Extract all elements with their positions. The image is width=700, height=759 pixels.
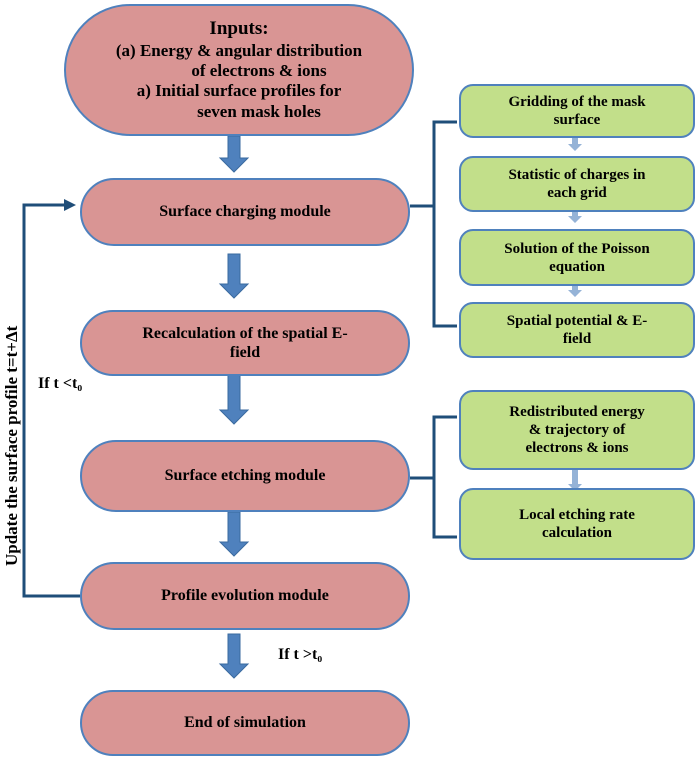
step-label-line-2: each grid bbox=[547, 185, 607, 201]
spatial-potential-step: Spatial potential & E- field bbox=[459, 302, 695, 358]
step-label-line-1: Spatial potential & E- bbox=[506, 313, 648, 329]
inputs-node: Inputs: (a) Energy & angular distributio… bbox=[64, 4, 414, 136]
step-label-line-1: Solution of the Poisson bbox=[504, 240, 650, 257]
surface-charging-module: Surface charging module bbox=[80, 178, 410, 246]
small-arrow-4 bbox=[568, 470, 582, 491]
arrow-down-5 bbox=[218, 633, 250, 679]
step-label-line-2: & trajectory of bbox=[528, 422, 626, 438]
poisson-solution-step: Solution of the Poisson equation bbox=[459, 229, 695, 286]
inputs-title: Inputs: bbox=[209, 17, 269, 39]
small-arrow-3 bbox=[568, 280, 582, 297]
charge-statistics-step: Statistic of charges in each grid bbox=[459, 156, 695, 212]
profile-evolution-module: Profile evolution module bbox=[80, 562, 410, 630]
etching-bracket bbox=[410, 415, 457, 539]
step-label-line-2: field bbox=[562, 331, 592, 347]
redistributed-energy-step: Redistributed energy & trajectory of ele… bbox=[459, 390, 695, 470]
step-label-line-3: electrons & ions bbox=[525, 440, 629, 456]
node-label: Surface charging module bbox=[159, 203, 331, 221]
node-label: Profile evolution module bbox=[161, 587, 329, 605]
recalculation-e-field-node: Recalculation of the spatial E- field bbox=[80, 310, 410, 376]
end-condition-label: If t >t₀ bbox=[278, 646, 323, 663]
inputs-line-4: seven mask holes bbox=[197, 101, 321, 121]
charging-bracket bbox=[410, 120, 457, 328]
inputs-line-3: a) Initial surface profiles for bbox=[136, 81, 342, 101]
node-label: Surface etching module bbox=[164, 467, 326, 485]
inputs-line-1: (a) Energy & angular distribution bbox=[115, 40, 363, 60]
node-label-line-1: Recalculation of the spatial E- bbox=[142, 324, 348, 342]
gridding-step: Gridding of the mask surface bbox=[459, 84, 695, 138]
surface-etching-module: Surface etching module bbox=[80, 440, 410, 512]
loop-connector bbox=[22, 203, 80, 598]
step-label-line-1: Local etching rate bbox=[519, 507, 635, 523]
step-label-line-1: Gridding of the mask bbox=[508, 94, 646, 110]
loop-condition-label: If t <t₀ bbox=[38, 375, 83, 392]
arrow-down-4 bbox=[218, 511, 250, 557]
small-arrow-1 bbox=[568, 134, 582, 151]
step-label-line-2: calculation bbox=[542, 525, 612, 541]
arrow-down-3 bbox=[218, 371, 250, 425]
step-label-line-2: equation bbox=[549, 258, 605, 275]
arrow-down-2 bbox=[218, 253, 250, 299]
loop-label: Update the surface profile t=t+Δt bbox=[2, 325, 21, 566]
step-label-line-1: Statistic of charges in bbox=[508, 167, 646, 183]
loop-arrowhead bbox=[64, 199, 76, 211]
inputs-line-2: of electrons & ions bbox=[191, 61, 327, 80]
end-of-simulation-node: End of simulation bbox=[80, 690, 410, 756]
node-label: End of simulation bbox=[184, 714, 306, 732]
step-label-line-1: Redistributed energy bbox=[509, 404, 645, 420]
small-arrow-2 bbox=[568, 206, 582, 223]
local-etching-rate-step: Local etching rate calculation bbox=[459, 488, 695, 560]
arrow-down-1 bbox=[218, 135, 250, 173]
step-label-line-2: surface bbox=[553, 112, 601, 128]
node-label-line-2: field bbox=[229, 344, 261, 361]
